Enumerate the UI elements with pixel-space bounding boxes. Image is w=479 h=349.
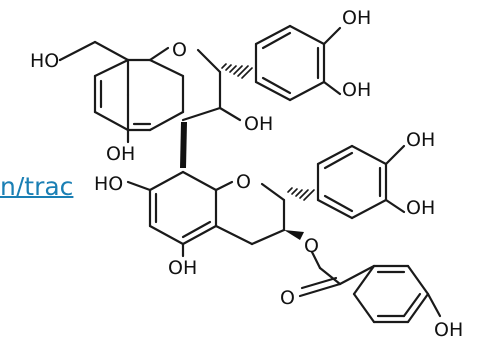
atom-label: OH [244, 113, 273, 135]
atom-label: O [304, 235, 319, 257]
benzoyl-ester [298, 250, 442, 324]
atom-label: OH [342, 7, 371, 29]
atom-label: OH [434, 319, 463, 341]
lower-b-ring [316, 144, 406, 220]
atom-label: O [172, 39, 187, 61]
lower-a-ring [126, 170, 218, 258]
interflavan-wedge-bond [180, 122, 187, 168]
partial-link-text[interactable]: n/trac [0, 172, 74, 201]
atom-label: OH [406, 129, 435, 151]
atom-labels: HO OH O OH OH OH HO OH O OH OH O O OH [30, 7, 463, 341]
atom-label: O [280, 287, 295, 309]
upper-c-ring [148, 46, 242, 122]
atom-label: OH [406, 197, 435, 219]
atom-label: OH [106, 143, 135, 165]
upper-stereo-dash [221, 63, 253, 79]
upper-b-ring [254, 24, 342, 102]
upper-a-ring [58, 40, 185, 144]
atom-label: HO [94, 173, 123, 195]
atom-label: OH [342, 79, 371, 101]
atom-label: OH [168, 257, 197, 279]
ester-wedge-bond [284, 230, 304, 240]
atom-label: HO [30, 50, 59, 72]
lower-stereo-dash [287, 187, 315, 201]
lower-c-ring [214, 180, 286, 246]
atom-label: O [236, 171, 251, 193]
